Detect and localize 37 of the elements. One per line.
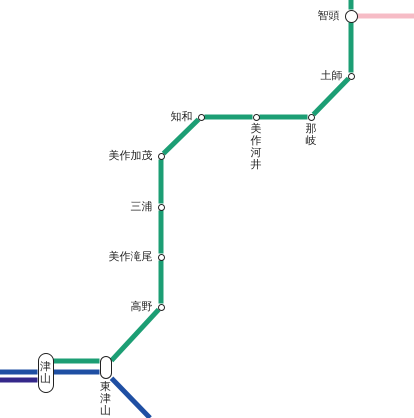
station-marker xyxy=(158,304,164,310)
station-name: 那岐 xyxy=(305,122,317,146)
station-name: 美作加茂 xyxy=(108,149,152,162)
rail-line xyxy=(204,114,252,120)
rail-line xyxy=(0,378,38,382)
station-name: 土師 xyxy=(320,69,342,82)
rail-line xyxy=(358,14,414,18)
rail-line xyxy=(312,76,350,116)
rail-line xyxy=(110,308,160,362)
station-marker xyxy=(252,114,260,120)
station-marker xyxy=(348,72,354,80)
rail-line xyxy=(348,0,354,10)
rail-line xyxy=(0,370,38,374)
rail-line xyxy=(162,118,200,156)
station-box xyxy=(100,356,112,378)
station-marker xyxy=(308,114,314,120)
station-box: 津山 xyxy=(38,353,54,393)
station-marker xyxy=(158,204,164,210)
rail-line xyxy=(158,260,164,304)
station-name: 知和 xyxy=(170,110,192,123)
rail-line xyxy=(260,114,308,120)
station-marker xyxy=(344,10,358,22)
station-name: 美作滝尾 xyxy=(108,250,152,263)
station-name: 高野 xyxy=(130,300,152,313)
station-name: 智頭 xyxy=(318,9,340,22)
rail-line xyxy=(158,210,164,254)
rail-line xyxy=(158,160,164,204)
station-marker xyxy=(198,114,204,120)
station-marker xyxy=(158,254,164,260)
rail-line xyxy=(110,376,152,418)
station-name: 三浦 xyxy=(130,200,152,213)
rail-line xyxy=(348,22,354,72)
station-marker xyxy=(158,152,164,160)
rail-line xyxy=(54,358,100,364)
rail-line xyxy=(54,370,100,374)
station-name: 東津山 xyxy=(100,380,112,416)
station-name: 美作河井 xyxy=(250,122,262,170)
